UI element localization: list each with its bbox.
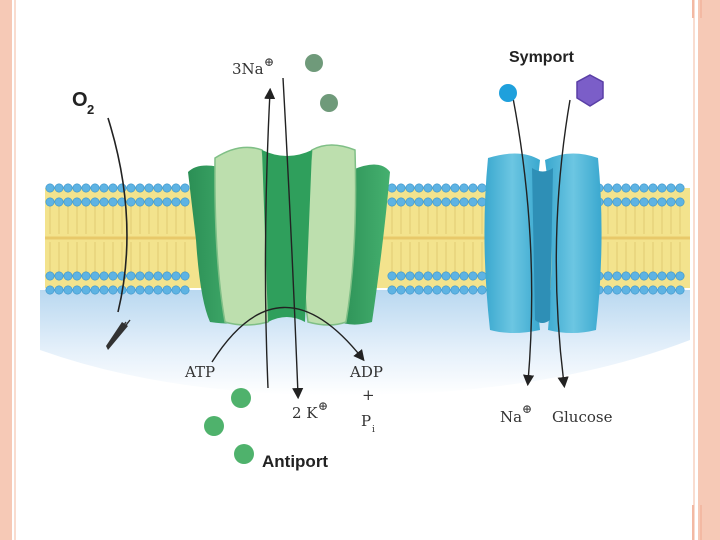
antiport-label: Antiport (262, 452, 328, 471)
sodium-ion-icon (320, 94, 338, 112)
atp-hydrolysis-arrow (211, 306, 365, 363)
phosphate-subscript: i (372, 425, 375, 435)
potassium-ion-icon (204, 416, 224, 436)
na-charge-label: ⊕ (522, 402, 532, 416)
na-symport-arrow (512, 97, 535, 387)
slide-border-right-line (693, 0, 695, 540)
glucose-label: Glucose (552, 408, 613, 426)
potassium-ion-icon (234, 444, 254, 464)
na-in-label: Na (500, 408, 522, 426)
glucose-hexagon-icon (576, 74, 604, 107)
symport-label: Symport (509, 49, 575, 66)
sodium-charge-label: ⊕ (264, 55, 274, 69)
slide-corner-mark-bottom (692, 505, 702, 540)
adp-label: ADP (349, 363, 383, 381)
phosphate-label: P (361, 412, 371, 430)
potassium-influx-arrow (282, 77, 304, 400)
lipid-heads-bottom (45, 271, 685, 295)
atp-label: ATP (184, 363, 215, 381)
potassium-ion-icon (231, 388, 251, 408)
potassium-charge-label: ⊕ (318, 399, 328, 413)
sodium-efflux-arrow (264, 87, 276, 389)
sodium-ion-icon (305, 54, 323, 72)
adp-plus-label: + (362, 386, 375, 404)
slide-border-right (698, 0, 720, 540)
symport-protein (484, 153, 602, 333)
slide-border-left-line (14, 0, 16, 540)
glucose-symport-arrow (555, 99, 571, 389)
sodium-out-label: 3Na (232, 60, 264, 78)
na-ion-symport-icon (499, 84, 517, 102)
slide-border-left (0, 0, 12, 540)
slide-corner-mark-top (692, 0, 702, 18)
oxygen-arrow-icon (106, 117, 131, 350)
potassium-in-label: 2 K (292, 404, 318, 422)
oxygen-subscript: 2 (87, 102, 94, 117)
antiport-protein (188, 144, 390, 326)
lipid-heads-top (45, 183, 685, 207)
oxygen-label: O (72, 89, 88, 111)
